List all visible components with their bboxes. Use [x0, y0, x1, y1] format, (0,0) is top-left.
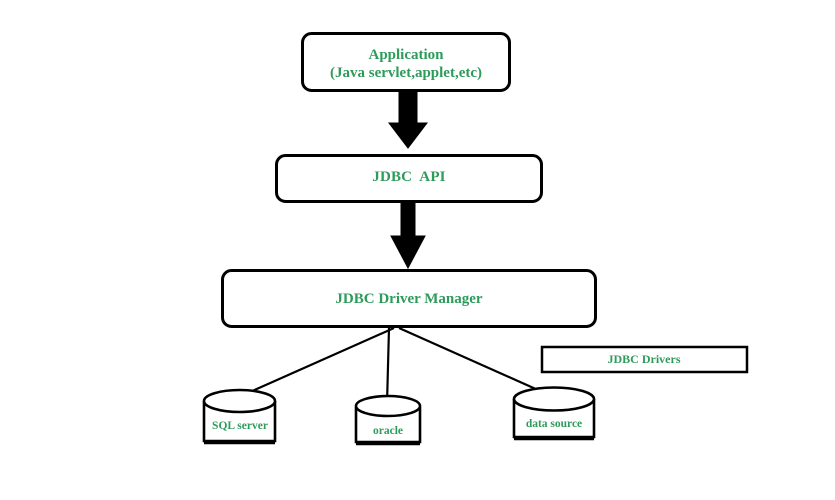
- node-data-source-shape[interactable]: [512, 386, 596, 441]
- node-jdbc-drivers-shape[interactable]: [540, 345, 749, 374]
- line-manager-to-oracle: [385, 327, 391, 405]
- arrow-application-to-api-icon: [387, 91, 429, 149]
- node-application-shape[interactable]: [301, 32, 511, 92]
- node-oracle-shape[interactable]: [354, 394, 422, 446]
- arrow-api-to-driver-manager-icon: [390, 202, 426, 270]
- node-jdbc-driver-manager-shape[interactable]: [221, 269, 597, 328]
- line-manager-to-sql-server: [231, 326, 395, 402]
- line-manager-to-data-source: [398, 326, 557, 400]
- node-sql-server-shape[interactable]: [202, 388, 277, 445]
- node-jdbc-api-shape[interactable]: [275, 154, 543, 203]
